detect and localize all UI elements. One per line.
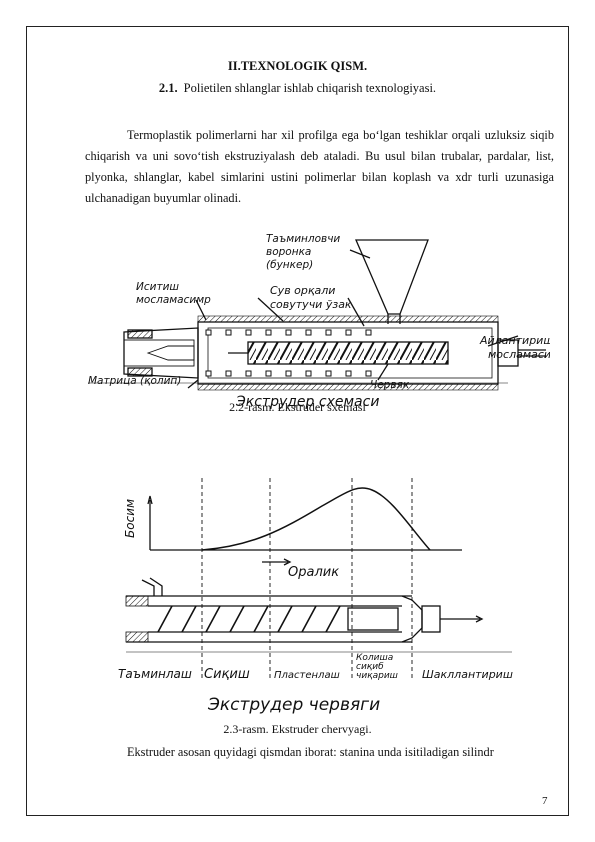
label-die: Матрица (қолип) [88,375,181,387]
label-heater-2: мосламасимр [136,294,211,306]
figure1-handwritten-title: Экструдер схемаси [235,394,379,410]
label-heater-1: Иситиш [136,281,179,293]
zone-meter-label: Пластенлаш [274,670,340,681]
section-heading: II.TEXNOLOGIK QISM. [227,59,368,73]
page-number: 7 [542,795,548,807]
page-border [26,26,569,816]
yaxis-label: Босим [123,499,137,538]
figure2-caption: 2.3-rasm. Ekstruder chervyagi. [223,722,372,736]
extruder-scheme-figure: Таъминловчи воронка (бункер) Иситиш мосл… [88,233,550,410]
zone-compress-label: Сиқиш [204,667,250,682]
label-cooling-1: Сув орқали [270,284,335,297]
zone-melt-label-1: Колиша [356,653,393,663]
subsection-title: Polietilen shlanglar ishlab chiqarish te… [183,81,437,95]
zone-melt-label-3: чиқариш [356,671,398,681]
zone-melt-label-2: сиқиб [356,662,384,672]
figure2-handwritten-title: Экструдер червяги [207,695,380,715]
body-paragraph: Termoplastik polimerlarni har xil profil… [85,128,554,205]
label-drive-1: Айлантириш [479,334,550,347]
figure1-caption: 2.2-rasm. Ekstruder sxemasi [229,400,366,414]
label-screw: Червяк [370,379,410,391]
zone-shape-label: Шакллантириш [422,668,513,681]
subsection-number: 2.1. [158,81,178,95]
label-hopper-3: (бункер) [266,259,313,271]
label-hopper-1: Таъминловчи [266,233,340,245]
label-hopper-2: воронка [266,246,311,258]
subsection-heading: 2.1. Polietilen shlanglar ishlab chiqaris… [0,81,595,96]
label-cooling-2: совутучи ўзак [270,298,352,311]
extruder-screw-figure: Босим Оралик Таъминлаш Сиқиш Пластенлаш … [118,478,513,715]
xaxis-label: Оралик [288,565,339,580]
body-last-line: Ekstruder asosan quyidagi qismdan iborat… [127,745,494,759]
label-drive-2: мосламаси [488,348,550,361]
zone-feed-label: Таъминлаш [118,667,192,681]
